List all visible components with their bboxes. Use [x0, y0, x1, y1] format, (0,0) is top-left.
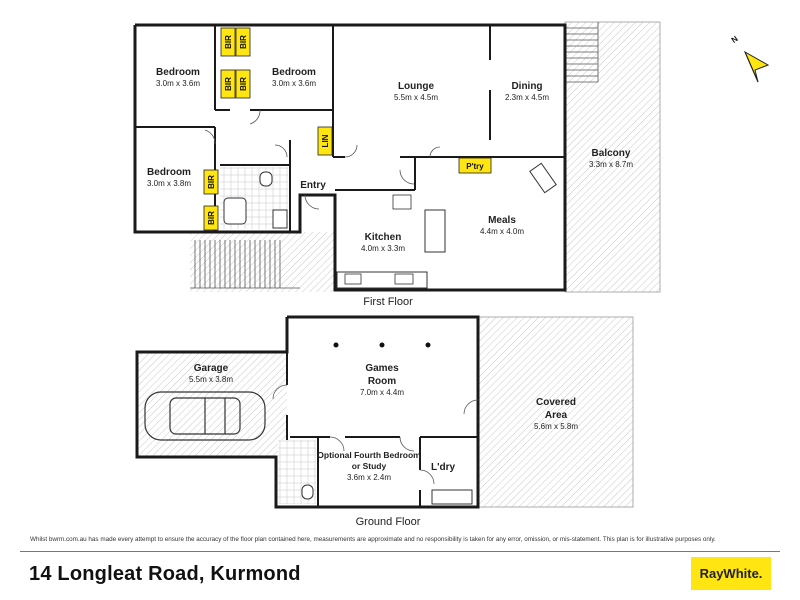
room-dim-dining: 2.3m x 4.5m — [505, 93, 549, 102]
svg-text:BIR: BIR — [239, 77, 248, 91]
svg-text:BIR: BIR — [207, 211, 216, 225]
room-name-covered-1: Covered — [536, 397, 576, 408]
fridge-space — [392, 194, 412, 210]
tag-bir-6: BIR — [203, 205, 219, 231]
room-dim-balcony: 3.3m x 8.7m — [589, 160, 633, 169]
brand-logo: RayWhite. — [691, 557, 771, 590]
tag-lin: LIN — [317, 126, 333, 156]
room-dim-bedroom-ne: 3.0m x 3.6m — [272, 79, 316, 88]
garage-floor — [137, 353, 287, 456]
svg-text:P'try: P'try — [466, 162, 484, 171]
room-name-study-1: Optional Fourth Bedroom — [317, 450, 421, 460]
room-dim-games: 7.0m x 4.4m — [360, 388, 404, 397]
tag-bir-1: BIR — [220, 27, 236, 57]
entry-stairs — [190, 240, 300, 289]
first-floor-plan — [133, 21, 661, 293]
bath-tub — [223, 197, 247, 225]
room-name-lounge: Lounge — [398, 81, 435, 92]
brand-logo-text: RayWhite. — [699, 566, 763, 581]
kitchen-sink — [344, 273, 362, 285]
svg-text:BIR: BIR — [224, 35, 233, 49]
room-name-garage: Garage — [194, 363, 229, 374]
room-dim-bedroom-nw: 3.0m x 3.6m — [156, 79, 200, 88]
ground-floor-label: Ground Floor — [356, 516, 421, 528]
tag-bir-5: BIR — [203, 169, 219, 195]
floor-plan: BIR BIR BIR BIR BIR BIR LIN P'try Bedroo… — [133, 21, 770, 528]
disclaimer-text: Whilst bwrm.com.au has made every attemp… — [30, 536, 716, 543]
room-name-study-2: or Study — [352, 461, 387, 471]
toilet — [259, 171, 273, 187]
room-dim-garage: 5.5m x 3.8m — [189, 375, 233, 384]
room-dim-lounge: 5.5m x 4.5m — [394, 93, 438, 102]
room-name-bedroom-ne: Bedroom — [272, 67, 316, 78]
tag-bir-3: BIR — [220, 69, 236, 99]
room-name-kitchen: Kitchen — [365, 232, 402, 243]
svg-text:N: N — [730, 34, 740, 45]
vanity — [272, 209, 288, 229]
ground-floor-plan — [135, 315, 634, 509]
cooktop — [394, 273, 414, 285]
compass-icon: N — [730, 34, 770, 83]
balcony-stairs — [565, 22, 599, 83]
room-dim-kitchen: 4.0m x 3.3m — [361, 244, 405, 253]
tag-bir-2: BIR — [235, 27, 251, 57]
first-floor-label: First Floor — [363, 296, 413, 308]
ground-toilet — [301, 484, 314, 500]
kitchen-island — [424, 209, 446, 253]
svg-text:BIR: BIR — [239, 35, 248, 49]
svg-text:BIR: BIR — [224, 77, 233, 91]
room-dim-study: 3.6m x 2.4m — [347, 473, 391, 482]
room-name-bedroom-w: Bedroom — [147, 167, 191, 178]
car-icon — [144, 391, 266, 441]
covered-area — [477, 316, 634, 508]
balcony-bbq — [529, 162, 557, 194]
room-name-dining: Dining — [511, 81, 542, 92]
room-dim-meals: 4.4m x 4.0m — [480, 227, 524, 236]
room-name-laundry: L'dry — [431, 462, 455, 473]
room-name-games-1: Games — [365, 363, 399, 374]
balcony-area — [564, 21, 661, 293]
property-address: 14 Longleat Road, Kurmond — [29, 563, 301, 585]
room-name-covered-2: Area — [545, 410, 568, 421]
room-dim-bedroom-w: 3.0m x 3.8m — [147, 179, 191, 188]
svg-text:BIR: BIR — [207, 175, 216, 189]
entry-stairs-area — [190, 232, 335, 292]
tag-bir-4: BIR — [235, 69, 251, 99]
svg-text:LIN: LIN — [321, 134, 330, 147]
room-name-bedroom-nw: Bedroom — [156, 67, 200, 78]
room-name-games-2: Room — [368, 376, 396, 387]
laundry-tubs — [431, 489, 473, 505]
footer-divider — [20, 551, 780, 552]
tag-pantry: P'try — [458, 157, 492, 174]
room-name-balcony: Balcony — [592, 148, 631, 159]
room-name-meals: Meals — [488, 215, 516, 226]
room-dim-covered: 5.6m x 5.8m — [534, 422, 578, 431]
room-name-entry: Entry — [300, 180, 326, 191]
